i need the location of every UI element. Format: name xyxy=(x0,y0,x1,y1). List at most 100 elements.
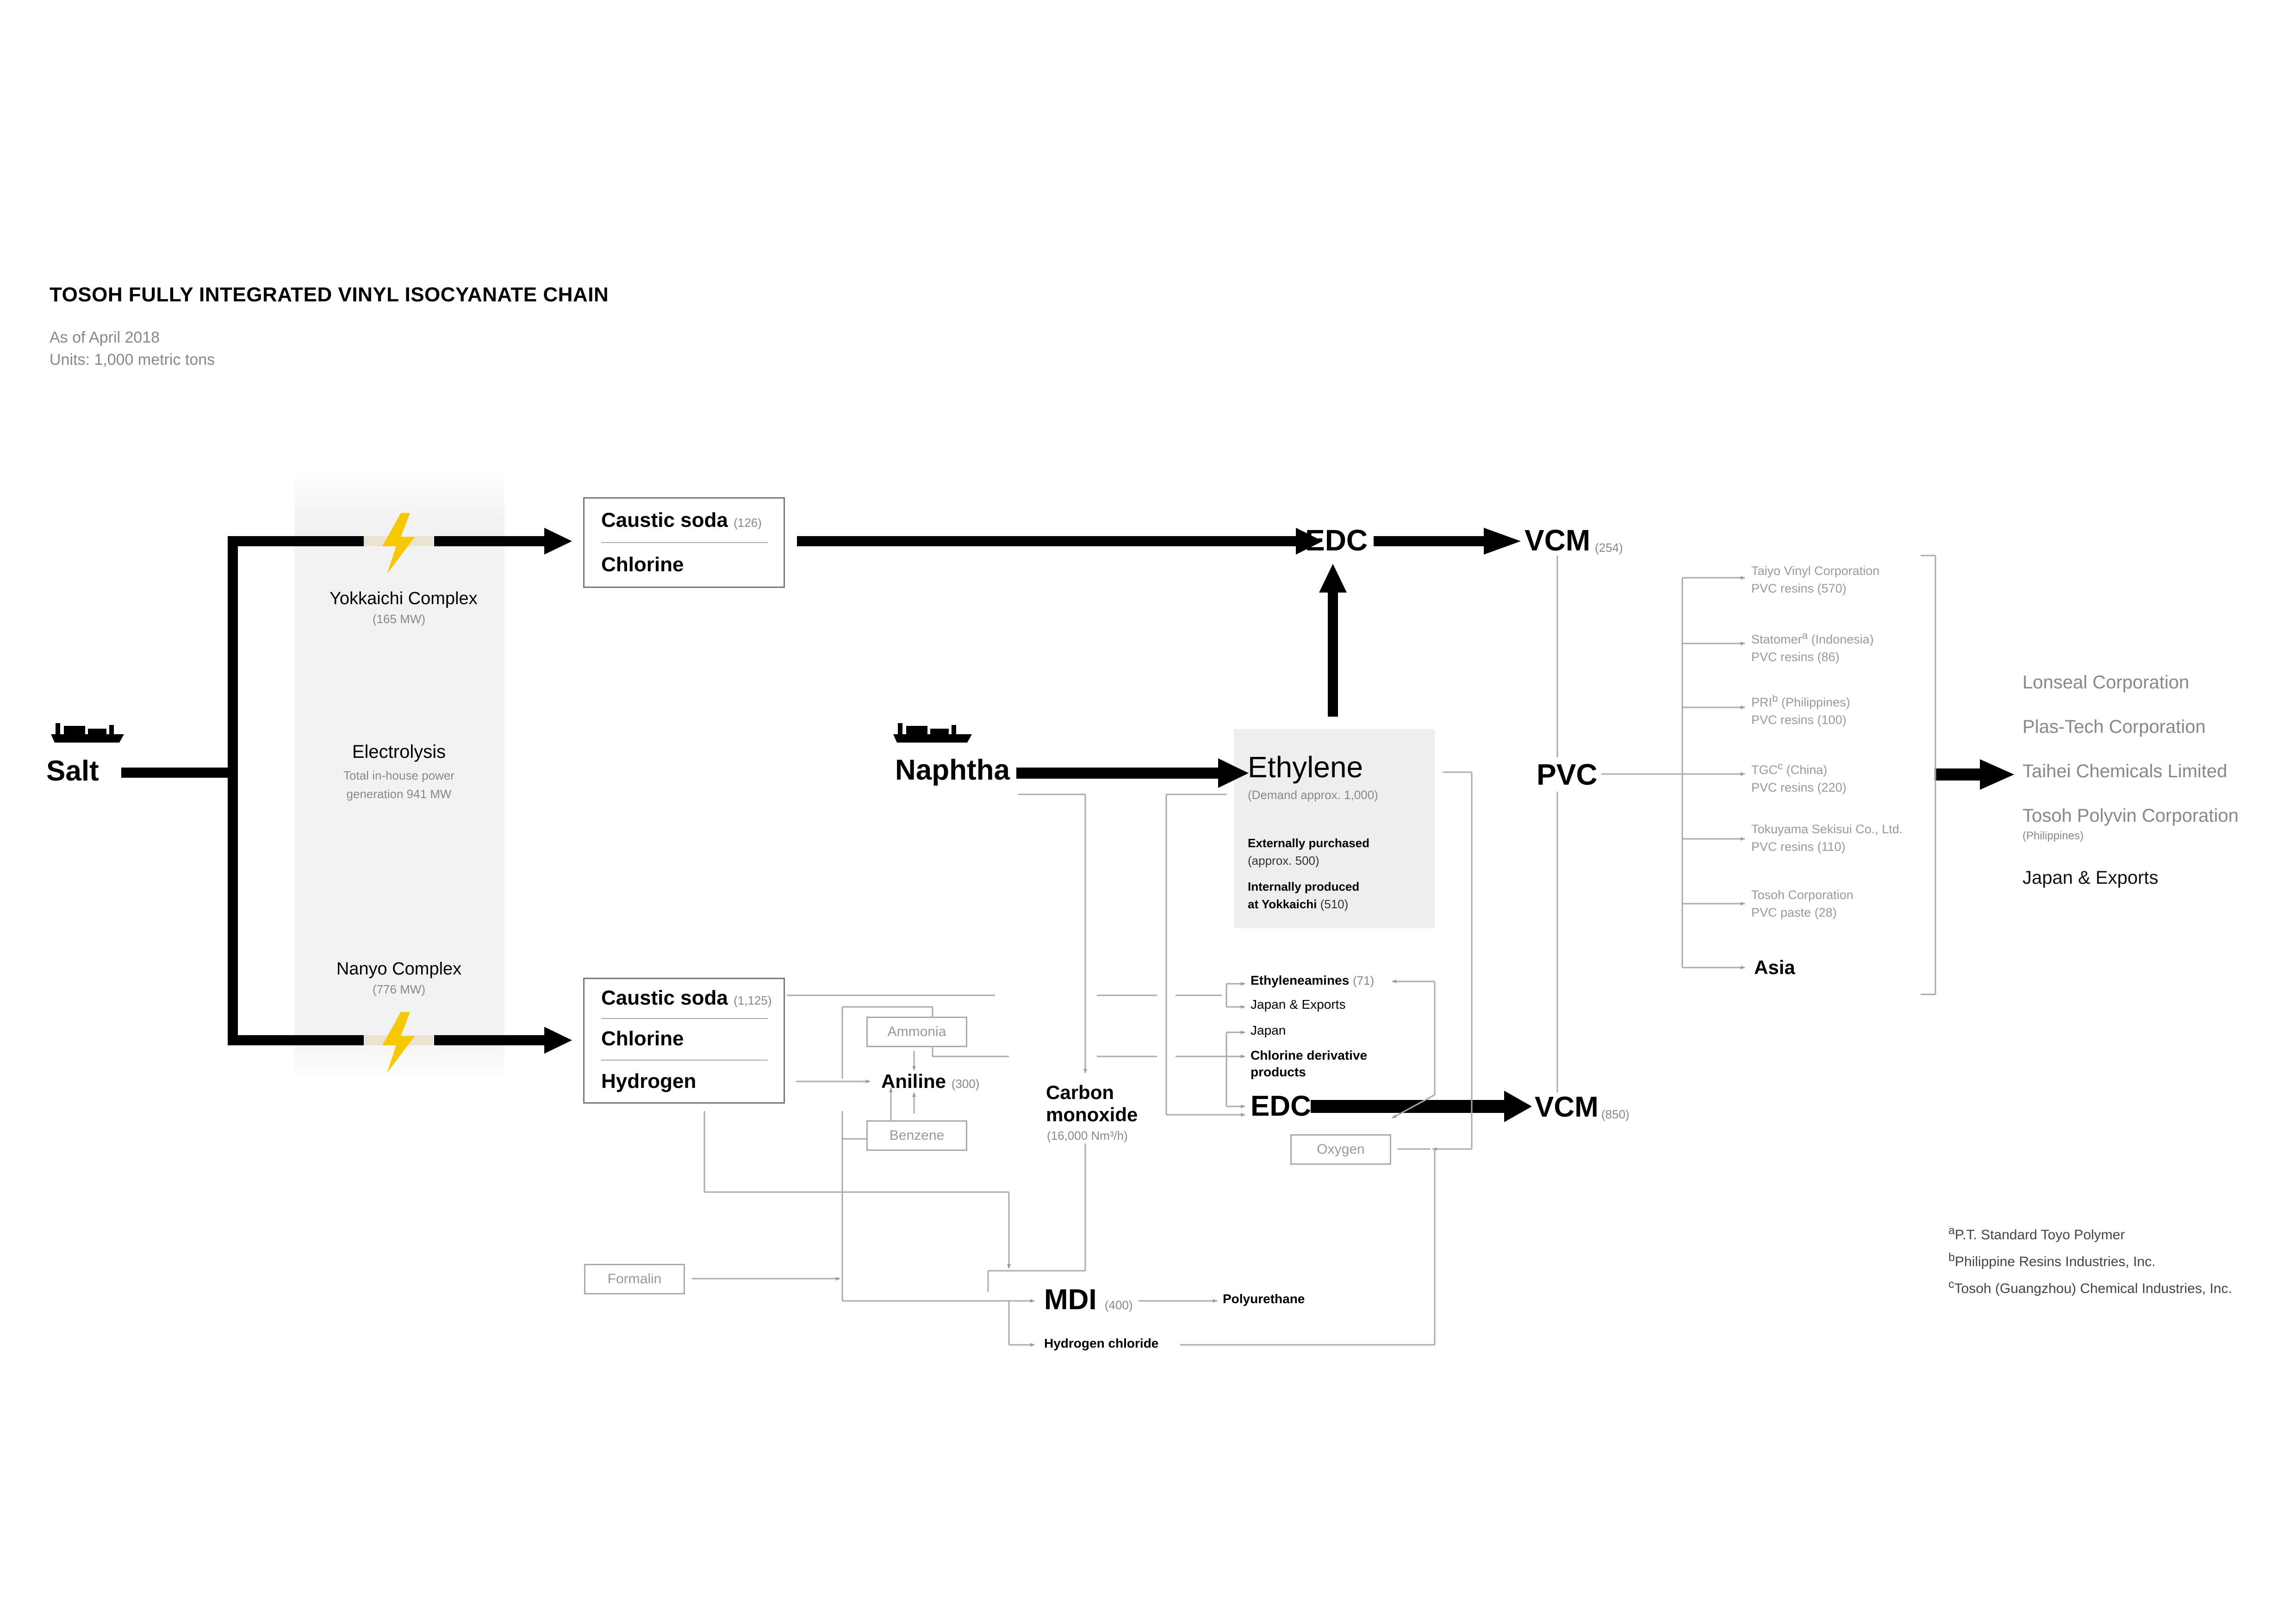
arrow-to-vcm-top xyxy=(1484,528,1521,555)
divider xyxy=(601,1018,768,1019)
carbon-monoxide-line2: monoxide xyxy=(1046,1104,1138,1125)
pvc-label: PVC xyxy=(1533,757,1601,792)
pvc-customer: Statomera (Indonesia) PVC resins (86) xyxy=(1751,627,1874,666)
oxygen-box: Oxygen xyxy=(1290,1134,1391,1165)
edc-bottom-label: EDC xyxy=(1251,1090,1311,1122)
footnote-mark: a xyxy=(1802,630,1808,641)
customer-product: PVC resins (570) xyxy=(1751,581,1847,595)
salt-split-vertical xyxy=(228,536,238,1045)
japan-exports-lower: Japan & Exports xyxy=(1251,997,1346,1012)
customer-product: PVC paste (28) xyxy=(1751,906,1837,919)
nanyo-capacity: (776 MW) xyxy=(372,982,426,996)
customer-region: (Philippines) xyxy=(1778,695,1850,709)
customer-name: TGC xyxy=(1751,763,1778,777)
salt-to-nanyo xyxy=(228,1035,365,1045)
arrow-to-edc-top xyxy=(1296,528,1323,555)
arrow-to-vcm-bottom xyxy=(1504,1091,1532,1122)
ethyleneamines-label: Ethyleneamines xyxy=(1251,973,1350,987)
footnote-mark: b xyxy=(1772,693,1778,704)
arrow-to-ethylene xyxy=(1218,758,1249,788)
aniline-text: Aniline xyxy=(881,1070,946,1092)
ethyleneamines-capacity: (71) xyxy=(1352,974,1375,987)
aniline-label: Aniline (300) xyxy=(881,1070,979,1093)
carbon-monoxide-line1: Carbon xyxy=(1046,1081,1114,1103)
customer-product: PVC resins (100) xyxy=(1751,713,1847,727)
chlorine-label: Chlorine xyxy=(601,1027,684,1050)
power-note-line1: Total in-house power xyxy=(343,768,454,782)
polyvin-region: (Philippines) xyxy=(2022,830,2084,842)
salt-flow-line xyxy=(121,768,232,778)
caustic-soda-label: Caustic soda xyxy=(601,987,728,1009)
footnote: bPhilippine Resins Industries, Inc. xyxy=(1948,1246,2232,1273)
footnote-mark: a xyxy=(1948,1224,1955,1237)
page-title: TOSOH FULLY INTEGRATED VINYL ISOCYANATE … xyxy=(50,283,609,306)
customer-name: Tosoh Corporation xyxy=(1751,888,1854,902)
salt-to-yokkaichi xyxy=(228,536,365,546)
aniline-capacity: (300) xyxy=(951,1077,980,1091)
salt-label: Salt xyxy=(46,755,99,787)
mdi-capacity: (400) xyxy=(1104,1298,1133,1312)
footnote: aP.T. Standard Toyo Polymer xyxy=(1948,1219,2232,1246)
ship-icon xyxy=(893,723,972,743)
footnote-mark: c xyxy=(1778,760,1783,772)
vcm-bottom-label: VCM xyxy=(1535,1091,1599,1123)
naphtha-label: Naphtha xyxy=(895,754,1010,786)
power-note-line2: generation 941 MW xyxy=(346,787,452,801)
mdi-label: MDI xyxy=(1044,1284,1097,1316)
polyvin-label: Tosoh Polyvin Corporation xyxy=(2022,806,2239,826)
as-of-date: As of April 2018 xyxy=(50,329,160,346)
pvc-customer: Tosoh Corporation PVC paste (28) xyxy=(1751,886,1854,921)
customer-bracket xyxy=(1921,555,1936,995)
edc-to-vcm-bottom-line xyxy=(1311,1100,1505,1113)
polyurethane-label: Polyurethane xyxy=(1223,1292,1305,1306)
ship-icon xyxy=(51,723,124,743)
lightning-bolt-icon xyxy=(364,513,433,574)
customer-region: (China) xyxy=(1783,763,1828,777)
arrow-to-yokkaichi-box xyxy=(544,528,572,555)
japan-lower: Japan xyxy=(1251,1023,1286,1037)
main-flow-arrows xyxy=(121,528,2014,1122)
edc-to-vcm-line xyxy=(1374,536,1485,546)
hydrogen-chloride-label: Hydrogen chloride xyxy=(1044,1336,1159,1350)
customer-name: Statomer xyxy=(1751,632,1802,646)
ammonia-box: Ammonia xyxy=(866,1017,967,1047)
naphtha-flow-line xyxy=(1016,768,1220,779)
nanyo-complex-label: Nanyo Complex xyxy=(336,959,462,979)
electrolysis-band xyxy=(294,472,504,1083)
footnote: cTosoh (Guangzhou) Chemical Industries, … xyxy=(1948,1273,2232,1300)
nanyo-products-box: Caustic soda (1,125) Chlorine Hydrogen xyxy=(583,978,785,1104)
footnote-text: Philippine Resins Industries, Inc. xyxy=(1954,1254,2156,1269)
caustic-soda-label: Caustic soda xyxy=(601,509,728,531)
thin-connectors xyxy=(692,556,1745,1347)
footnote-text: Tosoh (Guangzhou) Chemical Industries, I… xyxy=(1954,1281,2232,1296)
caustic-soda-capacity: (1,125) xyxy=(734,993,772,1007)
internally-produced-label: Internally produced xyxy=(1248,880,1360,893)
vcm-top-label: VCM xyxy=(1524,524,1591,557)
customer-name: Taiyo Vinyl Corporation xyxy=(1751,564,1880,578)
lonseal-label: Lonseal Corporation xyxy=(2022,672,2190,693)
pvc-out-line xyxy=(1935,768,1981,781)
formalin-box: Formalin xyxy=(584,1264,685,1294)
divider xyxy=(601,542,768,543)
chlorine-to-edc-line xyxy=(797,536,1297,546)
pvc-customer: Taiyo Vinyl Corporation PVC resins (570) xyxy=(1751,562,1879,597)
customer-product: PVC resins (86) xyxy=(1751,650,1840,664)
plastech-label: Plas-Tech Corporation xyxy=(2022,717,2206,737)
chlorine-derivative-line1: Chlorine derivative xyxy=(1251,1048,1368,1062)
yokkaichi-products-box: Caustic soda (126) Chlorine xyxy=(583,497,785,588)
pvc-customer: Tokuyama Sekisui Co., Ltd. PVC resins (1… xyxy=(1751,820,1903,856)
yokkaichi-capacity: (165 MW) xyxy=(372,612,426,626)
nanyo-out-line xyxy=(434,1035,545,1045)
yokkaichi-out-line xyxy=(434,536,545,546)
customer-region: (Indonesia) xyxy=(1808,632,1874,646)
carbon-monoxide-capacity: (16,000 Nm³/h) xyxy=(1047,1129,1128,1143)
chlorine-label: Chlorine xyxy=(601,553,684,576)
vcm-bottom-capacity: (850) xyxy=(1601,1107,1630,1121)
internally-produced-location: at Yokkaichi xyxy=(1248,897,1317,911)
footnote-mark: c xyxy=(1948,1278,1954,1291)
customer-name: Tokuyama Sekisui Co., Ltd. xyxy=(1751,822,1903,836)
externally-purchased-label: Externally purchased xyxy=(1248,836,1369,850)
yokkaichi-complex-label: Yokkaichi Complex xyxy=(330,589,478,608)
